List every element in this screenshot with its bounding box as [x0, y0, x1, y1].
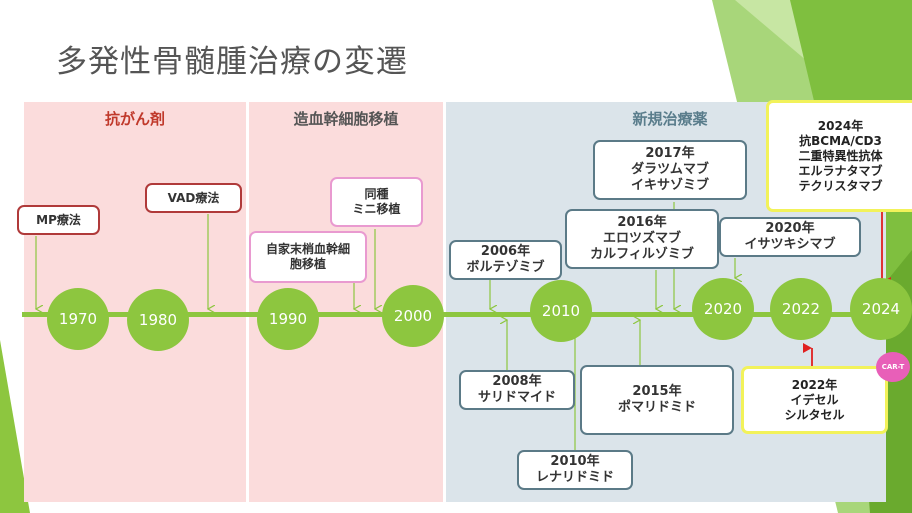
event-daratumumab-ixazomib: 2017年 ダラツムマブ イキサゾミブ [593, 140, 747, 200]
event-text: 抗BCMA/CD3 [799, 133, 882, 148]
section-label-transplant: 造血幹細胞移植 [293, 110, 399, 128]
event-text: 2020年 [765, 221, 815, 236]
event-text: エルラナタマブ [798, 163, 883, 178]
event-text: ポマリドミド [617, 400, 696, 415]
event-text: ダラツムマブ [631, 162, 709, 177]
event-text: サリドマイド [477, 390, 556, 405]
event-bortezomib: 2006年 ボルテゾミブ [449, 240, 562, 280]
event-text: VAD療法 [167, 190, 220, 205]
car-t-badge: CAR-T [876, 352, 910, 382]
event-text: ミニ移植 [352, 202, 401, 216]
event-lenalidomide: 2010年 レナリドミド [517, 450, 633, 490]
year-circle-1970: 1970 [47, 288, 109, 350]
year-circle-2020: 2020 [692, 278, 754, 340]
event-idecel-ciltacel: 2022年 イデセル シルタセル [741, 366, 888, 434]
event-text: 同種 [364, 187, 389, 201]
slide-title: 多発性骨髄腫治療の変遷 [56, 44, 408, 80]
event-text: 2017年 [645, 146, 695, 161]
section-label-novel: 新規治療薬 [632, 110, 708, 128]
event-bcma-bispecific: 2024年 抗BCMA/CD3 二重特異性抗体 エルラナタマブ テクリスタマブ [766, 100, 912, 212]
event-text: 自家末梢血幹細 [265, 242, 350, 256]
event-vad-therapy: VAD療法 [145, 183, 242, 213]
event-isatuximab: 2020年 イサツキシマブ [719, 217, 861, 257]
event-text: 二重特異性抗体 [798, 148, 883, 163]
year-circle-2010: 2010 [530, 280, 592, 342]
event-text: 2008年 [492, 374, 542, 389]
event-text: テクリスタマブ [798, 178, 883, 193]
event-text: イキサゾミブ [630, 178, 709, 193]
event-thalidomide: 2008年 サリドマイド [459, 370, 575, 410]
event-text: MP療法 [36, 212, 81, 227]
event-allogeneic-mini-transplant: 同種 ミニ移植 [330, 177, 423, 227]
event-text: エロツズマブ [602, 231, 681, 246]
event-text: 2022年 [791, 377, 838, 392]
event-text: 2024年 [817, 118, 864, 133]
year-circle-1990: 1990 [257, 288, 319, 350]
year-circle-2022: 2022 [770, 278, 832, 340]
event-text: イデセル [790, 392, 839, 407]
event-autologous-transplant: 自家末梢血幹細 胞移植 [249, 231, 367, 283]
event-text: 2016年 [617, 215, 667, 230]
timeline-line [22, 312, 902, 317]
event-text: イサツキシマブ [744, 237, 836, 252]
event-text: 胞移植 [289, 257, 326, 271]
event-pomalidomide: 2015年 ポマリドミド [580, 365, 734, 435]
event-text: ボルテゾミブ [466, 260, 545, 275]
year-circle-2000: 2000 [382, 285, 444, 347]
event-text: 2010年 [550, 454, 600, 469]
event-text: シルタセル [784, 407, 845, 422]
event-elotuzumab-carfilzomib: 2016年 エロツズマブ カルフィルゾミブ [565, 209, 719, 269]
year-circle-2024: 2024 [850, 278, 912, 340]
event-text: カルフィルゾミブ [590, 247, 694, 262]
event-text: 2015年 [632, 384, 682, 399]
event-text: レナリドミド [535, 470, 614, 485]
event-text: 2006年 [480, 244, 531, 259]
section-label-chemo: 抗がん剤 [104, 110, 165, 128]
event-mp-therapy: MP療法 [17, 205, 100, 235]
year-circle-1980: 1980 [127, 289, 189, 351]
